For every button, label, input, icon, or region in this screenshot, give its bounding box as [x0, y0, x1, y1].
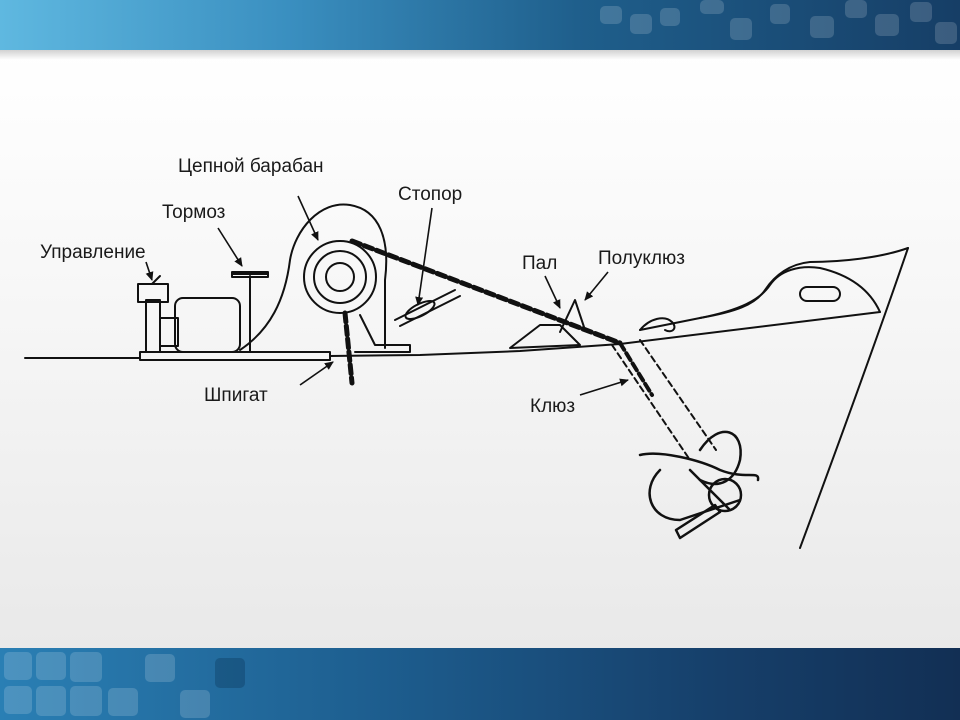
- banner-tile: [875, 14, 899, 36]
- hawse-pipe-1: [611, 344, 691, 461]
- banner-tile: [70, 686, 102, 716]
- bulwark-curl: [639, 317, 676, 333]
- label-chain-drum: Цепной барабан: [178, 156, 324, 177]
- half-hawse-fitting: [509, 324, 581, 349]
- label-brake: Тормоз: [162, 202, 226, 223]
- banner-tile: [145, 654, 175, 682]
- leader-scupper: [299, 361, 334, 386]
- stopper-body: [394, 289, 456, 321]
- banner-tile: [770, 4, 790, 24]
- banner-tile: [660, 8, 680, 26]
- label-half-hawse: Полуклюз: [598, 248, 685, 269]
- anchor-windlass-diagram: [24, 195, 909, 549]
- hawse-port: [799, 286, 841, 302]
- bow-hull: [799, 247, 909, 549]
- stopper-link: [404, 299, 436, 321]
- anchor: [638, 430, 760, 540]
- banner-tile: [36, 652, 66, 680]
- banner-tile: [630, 14, 652, 34]
- leader-pawl: [544, 275, 561, 309]
- chain-hawse: [618, 341, 654, 397]
- banner-tile: [935, 22, 957, 44]
- leader-brake: [217, 227, 243, 267]
- control-lever: [151, 275, 161, 285]
- motor-housing: [174, 297, 241, 353]
- banner-tile: [180, 690, 210, 718]
- banner-tile: [730, 18, 752, 40]
- chain-drum-mid: [313, 250, 367, 304]
- deck-line: [24, 311, 881, 359]
- banner-tile: [700, 0, 724, 14]
- banner-tile: [108, 688, 138, 716]
- chain-drum-inner: [325, 262, 355, 292]
- label-hawse: Клюз: [530, 396, 576, 417]
- leader-drum: [297, 195, 319, 241]
- banner-tile: [600, 6, 622, 24]
- control-post: [145, 299, 161, 353]
- banner-tile: [810, 16, 834, 38]
- gear-box: [159, 317, 179, 347]
- leader-control: [145, 261, 154, 281]
- label-stopper: Стопор: [398, 184, 463, 205]
- banner-tile: [70, 652, 102, 682]
- banner-shadow: [0, 50, 960, 60]
- leader-hawse: [579, 378, 629, 396]
- leader-stopper: [415, 207, 433, 306]
- chain: [349, 238, 623, 346]
- hawse-pipe-2: [639, 339, 717, 451]
- label-scupper: Шпигат: [204, 385, 268, 406]
- label-pawl: Пал: [522, 253, 558, 274]
- banner-tile: [910, 2, 932, 22]
- pawl: [559, 299, 586, 333]
- windlass-body: [239, 203, 388, 351]
- banner-tile: [215, 658, 245, 688]
- windlass-base: [354, 314, 411, 353]
- label-control: Управление: [40, 242, 146, 263]
- bulwark: [639, 266, 881, 331]
- banner-tile: [36, 686, 66, 716]
- top-banner: [0, 0, 960, 50]
- leader-half-hawse: [584, 271, 609, 301]
- bulwark-top: [699, 247, 909, 319]
- bottom-banner: [0, 648, 960, 720]
- banner-tile: [845, 0, 867, 18]
- banner-tile: [4, 686, 32, 714]
- banner-tile: [4, 652, 32, 680]
- base-plate: [139, 351, 331, 361]
- chain-down: [342, 310, 355, 386]
- chain-drum-outer: [303, 240, 377, 314]
- brake-wheel-rim: [231, 271, 269, 278]
